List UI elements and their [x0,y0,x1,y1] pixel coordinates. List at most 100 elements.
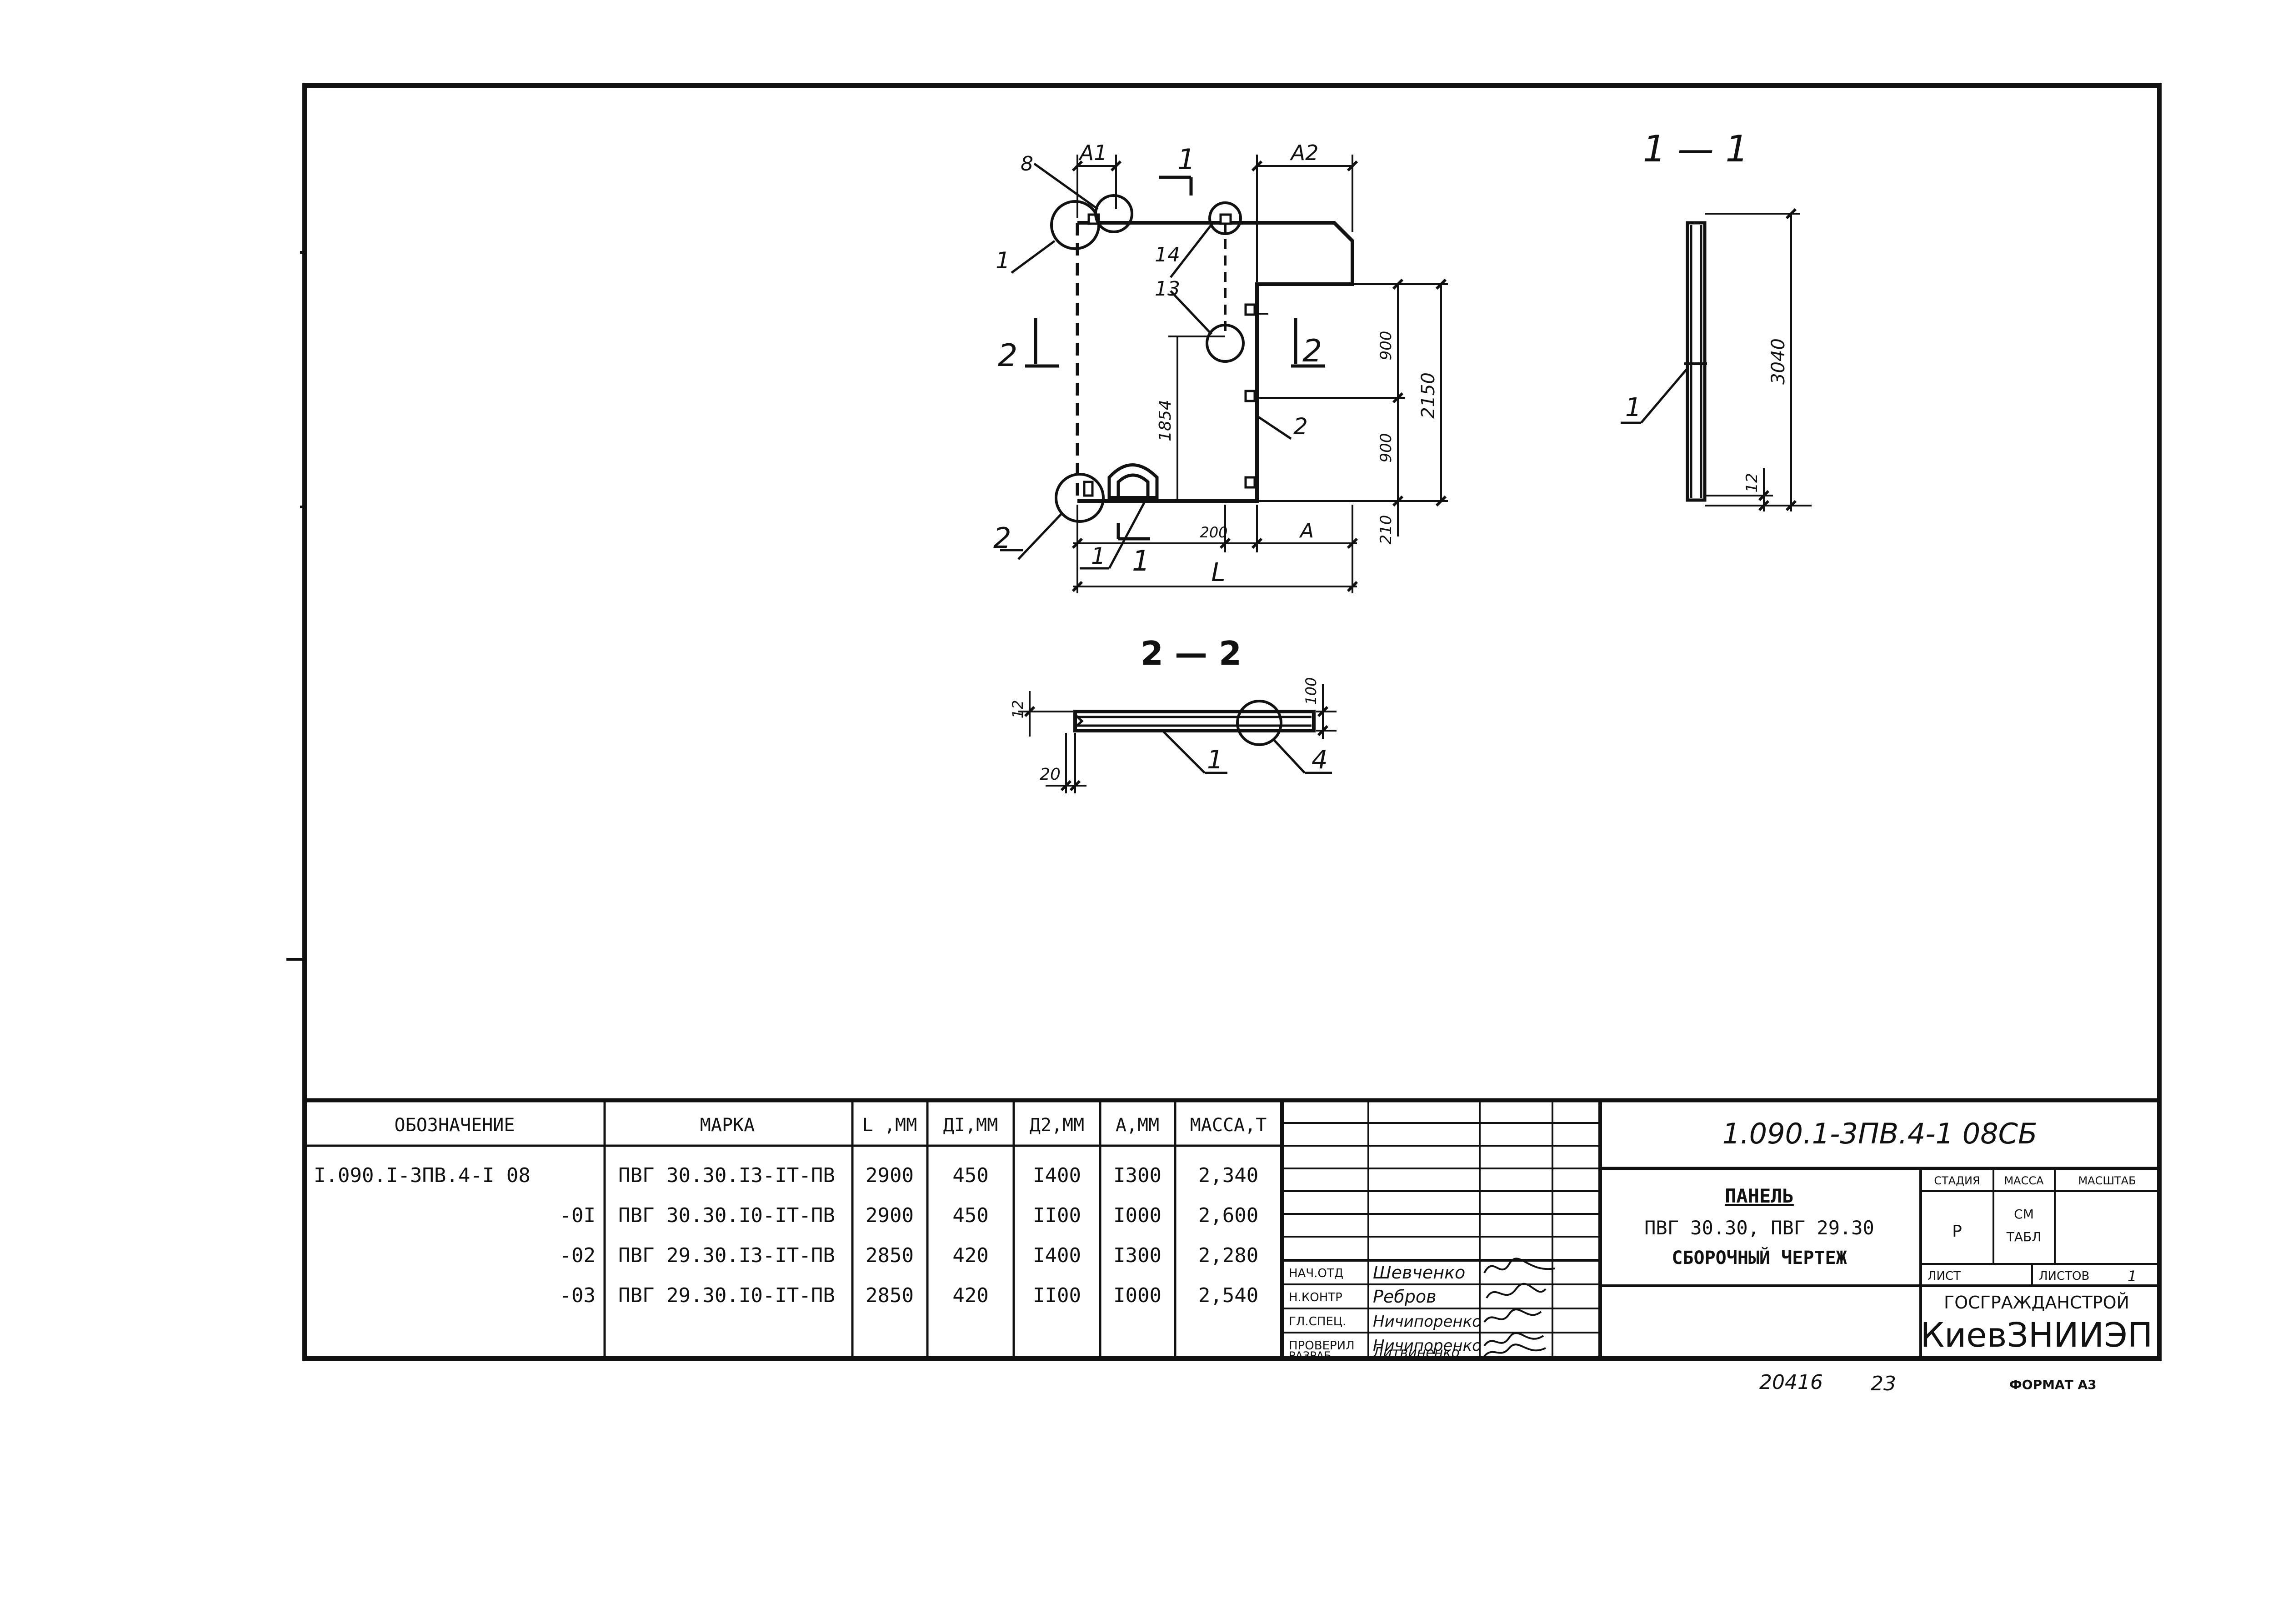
sign-name: Ребров [1373,1287,1437,1307]
dim-a: A [1299,519,1314,542]
pos-2-mid: 2 [1293,413,1308,440]
handwritten-signatures [1483,1258,1555,1357]
signature-block: НАЧ.ОТД Н.КОНТР ГЛ.СПЕЦ. ПРОВЕРИЛ РАЗРАБ… [1282,1100,1602,1362]
svg-text:I000: I000 [1113,1204,1162,1227]
organization-institute: КиевЗНИИЭП [1921,1316,2153,1355]
pos-1-section11: 1 [1625,393,1642,422]
main-view-labels: A1 A2 A L 200 210 900 900 2150 1854 1 1 … [993,140,1439,587]
dim-2150: 2150 [1418,372,1439,419]
section-2-2: 2 — 2 [1009,634,1337,793]
svg-text:ПВГ 30.30.I0-IT-ПВ: ПВГ 30.30.I0-IT-ПВ [618,1204,835,1227]
svg-text:I300: I300 [1113,1244,1162,1267]
mass-value-2: ТАБЛ [2006,1229,2042,1244]
sign-role: ПРОВЕРИЛ [1289,1339,1355,1353]
dim-100: 100 [1302,677,1320,705]
svg-text:-0I: -0I [560,1204,596,1227]
dim-a2: A2 [1290,140,1319,165]
spec-table-header: ОБОЗНАЧЕНИЕ МАРКА L ,ММ ДI,ММ Д2,ММ А,ММ… [395,1115,1267,1136]
pos-2-bottom: 2 [993,521,1011,555]
sheets-value: 1 [2128,1268,2137,1285]
svg-text:2900: 2900 [866,1204,914,1227]
title-block: 1.090.1-3ПВ.4-1 08СБ ПАНЕЛЬ ПВГ 30.30, П… [1600,1117,2159,1358]
organization-ministry: ГОСГРАЖДАНСТРОЙ [1944,1293,2129,1313]
sign-role: РАЗРАБ [1289,1349,1332,1362]
svg-text:I300: I300 [1113,1164,1162,1187]
header-length: L ,ММ [862,1115,917,1136]
table-row: -03 ПВГ 29.30.I0-IT-ПВ 2850 420 II00 I00… [560,1284,1259,1307]
pos-13: 13 [1155,277,1180,301]
section-1-1: 1 — 1 3040 12 1 [1621,128,1812,511]
scale-label: МАСШТАБ [2078,1174,2136,1187]
sign-name: Ничипоренко [1373,1313,1482,1331]
dim-a1: A1 [1078,140,1107,165]
dim-900-bottom: 900 [1377,433,1395,463]
cut-2-right: 2 [1302,333,1322,369]
sheet-footer: 20416 23 ФОРМАТ А3 [1759,1371,2097,1395]
section-1-1-title: 1 — 1 [1643,128,1749,170]
sign-name: Литвиненко [1372,1345,1460,1361]
spec-table-body: I.090.I-3ПВ.4-I 08 ПВГ 30.30.I3-IT-ПВ 29… [314,1164,1258,1307]
header-designation: ОБОЗНАЧЕНИЕ [395,1115,515,1136]
inventory-number: 20416 [1759,1371,1823,1394]
cut-1-bottom: 1 [1132,544,1150,577]
svg-text:-03: -03 [560,1284,596,1307]
header-mass: МАССА,Т [1190,1115,1267,1136]
table-row: I.090.I-3ПВ.4-I 08 ПВГ 30.30.I3-IT-ПВ 29… [314,1164,1258,1187]
format-label: ФОРМАТ А3 [2009,1377,2097,1392]
pos-4: 4 [1312,745,1328,775]
svg-text:450: 450 [952,1164,988,1187]
sign-role: НАЧ.ОТД [1289,1267,1343,1280]
svg-text:I000: I000 [1113,1284,1162,1307]
svg-text:II00: II00 [1033,1284,1081,1307]
sign-role: Н.КОНТР [1289,1291,1342,1304]
sheet-label: ЛИСТ [1928,1269,1961,1283]
header-mark: МАРКА [700,1115,755,1136]
svg-text:2,540: 2,540 [1198,1284,1258,1307]
lifting-niche [1107,463,1159,502]
page-number: 23 [1871,1372,1896,1395]
svg-text:I.090.I-3ПВ.4-I 08: I.090.I-3ПВ.4-I 08 [314,1164,531,1187]
header-d2: Д2,ММ [1030,1115,1084,1136]
svg-text:2900: 2900 [866,1164,914,1187]
header-d1: ДI,ММ [943,1115,998,1136]
table-row: -02 ПВГ 29.30.I3-IT-ПВ 2850 420 I400 I30… [560,1244,1259,1267]
svg-text:2850: 2850 [866,1244,914,1267]
svg-text:ПВГ 29.30.I3-IT-ПВ: ПВГ 29.30.I3-IT-ПВ [618,1244,835,1267]
pos-14: 14 [1155,243,1180,266]
title-panel: ПАНЕЛЬ [1725,1185,1794,1207]
document-code: 1.090.1-3ПВ.4-1 08СБ [1722,1117,2037,1150]
pos-1-section22: 1 [1207,745,1223,775]
dim-20: 20 [1040,765,1061,784]
svg-text:ПВГ 29.30.I0-IT-ПВ: ПВГ 29.30.I0-IT-ПВ [618,1284,835,1307]
sheets-label: ЛИСТОВ [2039,1269,2089,1283]
svg-text:2,340: 2,340 [1198,1164,1258,1187]
svg-text:420: 420 [952,1284,988,1307]
cut-1-top: 1 [1177,143,1195,176]
dim-900-top: 900 [1377,331,1395,361]
dim-12-section22: 12 [1009,700,1026,719]
svg-text:420: 420 [952,1244,988,1267]
svg-text:-02: -02 [560,1244,596,1267]
dim-200: 200 [1200,524,1227,541]
stage-label: СТАДИЯ [1934,1174,1980,1187]
header-a: А,ММ [1116,1115,1159,1136]
pos-1-bottom: 1 [1091,543,1106,569]
svg-text:ПВГ 30.30.I3-IT-ПВ: ПВГ 30.30.I3-IT-ПВ [618,1164,835,1187]
panel-main-view: A1 A2 A L 200 210 900 900 2150 1854 1 1 … [993,140,1448,593]
dim-210: 210 [1377,515,1395,545]
svg-text:I400: I400 [1033,1244,1081,1267]
title-assembly-drawing: СБОРОЧНЫЙ ЧЕРТЕЖ [1672,1247,1847,1268]
dim-l: L [1211,558,1225,587]
svg-text:I400: I400 [1033,1164,1081,1187]
pos-1-top: 1 [996,247,1010,274]
section-2-2-title: 2 — 2 [1141,634,1242,672]
mass-label: МАССА [2004,1174,2044,1187]
svg-text:2850: 2850 [866,1284,914,1307]
table-row: -0I ПВГ 30.30.I0-IT-ПВ 2900 450 II00 I00… [560,1204,1259,1227]
sheet-frame [286,83,2162,1361]
svg-text:2,280: 2,280 [1198,1244,1258,1267]
mass-value-1: СМ [2014,1207,2034,1222]
specification-table: ОБОЗНАЧЕНИЕ МАРКА L ,ММ ДI,ММ Д2,ММ А,ММ… [305,1098,2159,1358]
svg-text:2,600: 2,600 [1198,1204,1258,1227]
